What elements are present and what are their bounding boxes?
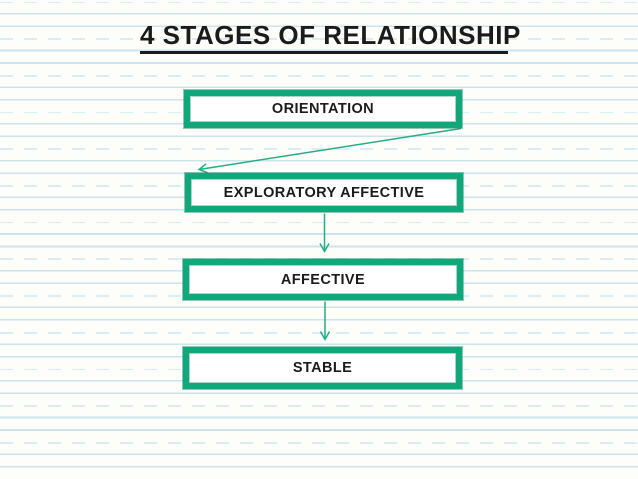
stage-box-orientation: ORIENTATION bbox=[184, 90, 462, 128]
stage-box-stable: STABLE bbox=[183, 347, 462, 389]
stage-label-stable: STABLE bbox=[292, 360, 353, 376]
dashed-rule-line bbox=[0, 74, 638, 77]
dashed-rule-line bbox=[0, 441, 638, 444]
dashed-rule-line bbox=[0, 1, 638, 4]
stage-label-orientation: ORIENTATION bbox=[271, 101, 375, 117]
stage-label-exploratory-affective: EXPLORATORY AFFECTIVE bbox=[223, 184, 425, 201]
dashed-rule-line bbox=[0, 221, 638, 224]
dashed-rule-line bbox=[0, 148, 638, 151]
stage-box-exploratory-affective: EXPLORATORY AFFECTIVE bbox=[185, 173, 463, 212]
dashed-rule-line bbox=[0, 331, 638, 334]
slide-title: 4 STAGES OF RELATIONSHIP bbox=[140, 20, 520, 54]
dashed-rule-line bbox=[0, 38, 638, 40]
dashed-rule-line bbox=[0, 405, 638, 407]
stage-box-affective: AFFECTIVE bbox=[183, 259, 463, 300]
stage-label-affective: AFFECTIVE bbox=[280, 271, 366, 288]
